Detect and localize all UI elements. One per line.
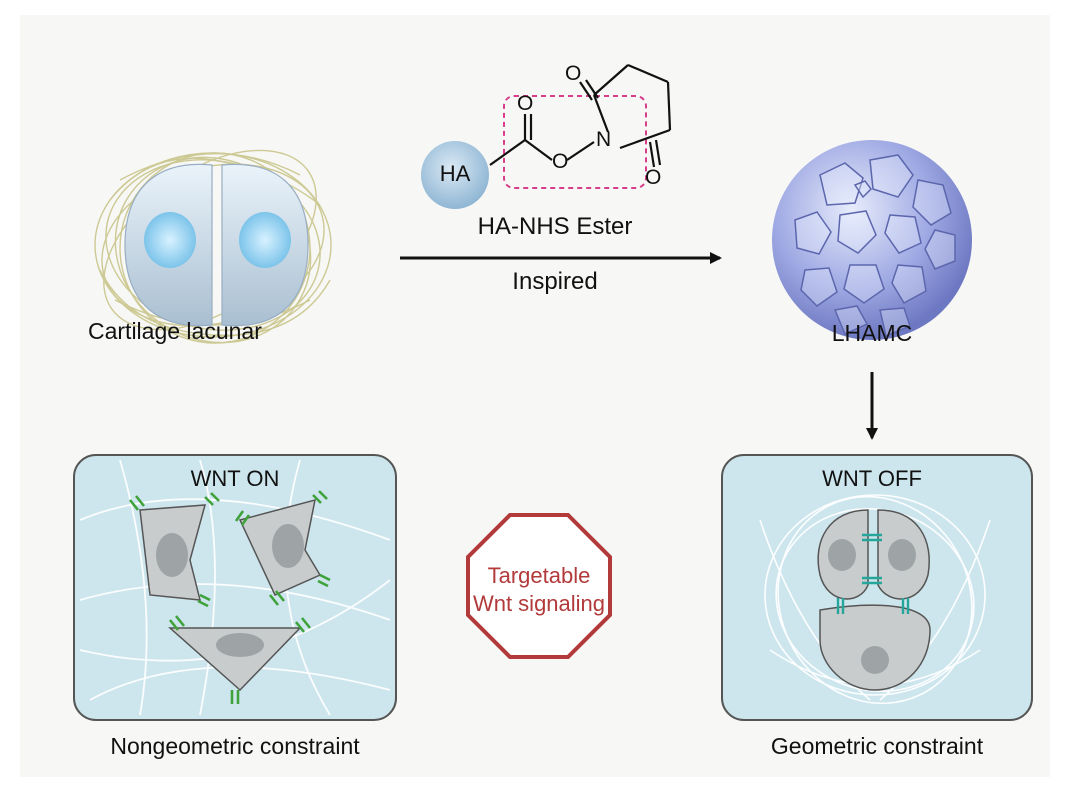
stop-sign-line-2: Wnt signaling bbox=[472, 591, 606, 616]
atom-o-carbonyl: O bbox=[517, 92, 534, 115]
atom-n: N bbox=[596, 128, 612, 151]
cell-off-left-nucleus bbox=[828, 539, 856, 571]
ha-label: HA bbox=[439, 161, 471, 186]
collagen-fibers bbox=[94, 149, 332, 344]
cell-3-nucleus bbox=[216, 633, 264, 657]
wnt-on-panel bbox=[73, 454, 397, 721]
lhamc-illustration bbox=[772, 140, 972, 340]
cell-off-right-nucleus bbox=[888, 539, 916, 571]
cell-2-nucleus bbox=[272, 524, 304, 568]
atom-o-bottom: O bbox=[645, 166, 662, 189]
nongeometric-label: Nongeometric constraint bbox=[110, 733, 360, 759]
stop-sign-octagon bbox=[466, 513, 612, 659]
nucleus-left bbox=[144, 212, 196, 268]
molecule-bonds bbox=[489, 63, 672, 168]
atom-o-ester: O bbox=[552, 150, 569, 173]
lhamc-label: LHAMC bbox=[831, 320, 913, 346]
wnt-off-panel bbox=[721, 454, 1033, 721]
cell-3 bbox=[168, 627, 302, 692]
ha-circle bbox=[421, 141, 489, 209]
cartilage-lacunar-illustration bbox=[94, 149, 332, 344]
nucleus-right bbox=[239, 212, 291, 268]
ha-nhs-ester-label: HA-NHS Ester bbox=[477, 213, 633, 240]
cell-1-nucleus bbox=[156, 533, 188, 577]
stop-sign-line-1: Targetable bbox=[487, 563, 591, 588]
inspired-label: Inspired bbox=[512, 268, 598, 295]
cartilage-lacunar-label: Cartilage lacunar bbox=[88, 318, 262, 344]
cell-off-bottom-nucleus bbox=[861, 646, 889, 674]
geometric-label: Geometric constraint bbox=[770, 733, 984, 759]
wnt-off-title: WNT OFF bbox=[822, 466, 922, 491]
wnt-on-receptors bbox=[128, 490, 331, 704]
wnt-on-title: WNT ON bbox=[190, 466, 280, 491]
ester-dashed-box bbox=[503, 95, 647, 189]
ha-nhs-ester-structure bbox=[421, 63, 672, 209]
wnt-off-receptors bbox=[836, 533, 910, 614]
lhamc-pores bbox=[794, 154, 956, 338]
atom-o-top: O bbox=[565, 62, 582, 85]
